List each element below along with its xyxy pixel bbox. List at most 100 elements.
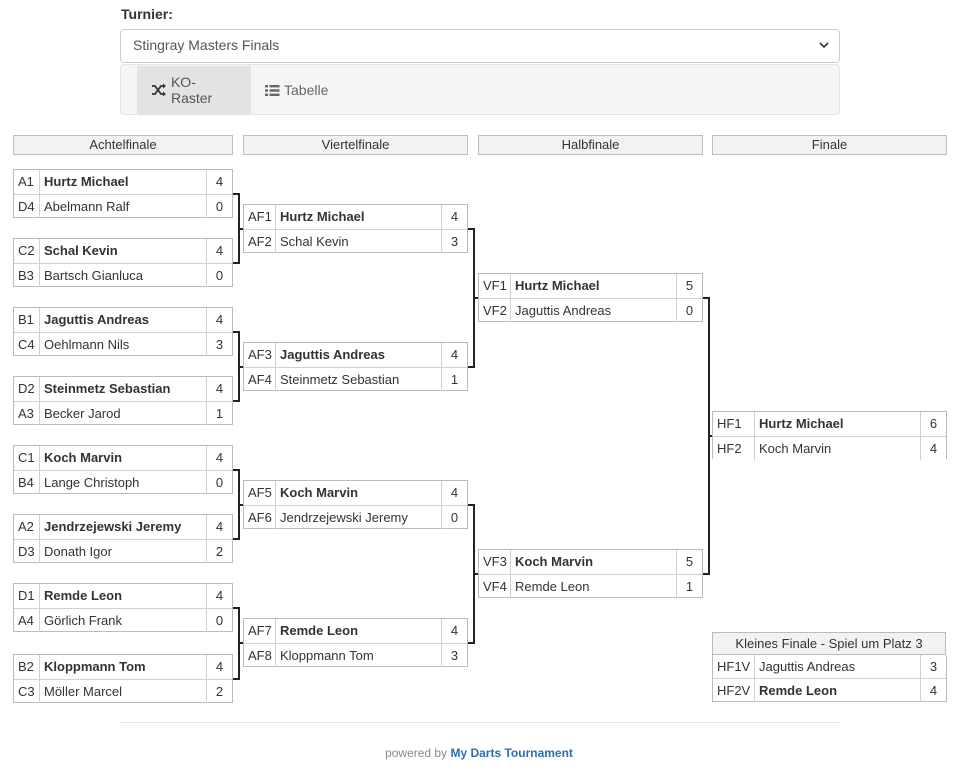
player-name: Hurtz Michael xyxy=(515,278,600,293)
match-code: HF2V xyxy=(713,679,755,702)
bracket-connector xyxy=(703,573,710,575)
player-score: 5 xyxy=(676,274,702,298)
bracket-connector xyxy=(468,366,475,368)
match-code: D4 xyxy=(14,195,40,218)
player-score: 0 xyxy=(676,299,702,322)
player-score: 3 xyxy=(441,230,467,253)
player-name: Koch Marvin xyxy=(759,441,832,456)
footer-prefix: powered by xyxy=(385,746,448,760)
bracket-connector xyxy=(233,262,240,264)
bracket-connector xyxy=(238,228,243,230)
bracket-row: B3 Bartsch Gianluca 0 xyxy=(14,263,232,287)
bracket-connector xyxy=(233,331,240,333)
player-name: Bartsch Gianluca xyxy=(44,268,143,283)
match-code: D3 xyxy=(14,540,40,563)
player-name: Görlich Frank xyxy=(44,613,123,628)
player-score: 4 xyxy=(206,655,232,679)
player-score: 0 xyxy=(206,264,232,287)
round-header-3: Halbfinale xyxy=(478,135,703,155)
player-name: Jendrzejewski Jeremy xyxy=(44,519,182,534)
player-name: Schal Kevin xyxy=(280,234,349,249)
bracket-connector xyxy=(468,504,475,506)
match-code: A3 xyxy=(14,402,40,425)
match-code: AF1 xyxy=(244,205,276,229)
player-score: 0 xyxy=(441,506,467,529)
player-score: 4 xyxy=(441,481,467,505)
player-name: Jaguttis Andreas xyxy=(44,312,149,327)
player-score: 3 xyxy=(920,655,946,679)
player-name: Jendrzejewski Jeremy xyxy=(280,510,408,525)
match-code: B1 xyxy=(14,308,40,332)
tab-ko-raster[interactable]: KO-Raster xyxy=(137,66,251,114)
bracket-connector xyxy=(233,538,240,540)
tournament-select[interactable]: Stingray Masters Finals xyxy=(120,29,840,63)
tab-ko-raster-label: KO-Raster xyxy=(170,74,213,106)
tab-tabelle[interactable]: Tabelle xyxy=(251,66,347,114)
player-name: Hurtz Michael xyxy=(280,209,365,224)
player-name: Jaguttis Andreas xyxy=(759,659,856,674)
match-code: AF2 xyxy=(244,230,276,253)
player-score: 6 xyxy=(920,412,946,436)
player-name: Jaguttis Andreas xyxy=(280,347,385,362)
third-place-match: HF1V Jaguttis Andreas 3 HF2V Remde Leon … xyxy=(712,655,947,702)
player-name: Remde Leon xyxy=(515,579,590,594)
bracket-connector xyxy=(468,228,475,230)
match-code: D1 xyxy=(14,584,40,608)
match-code: AF8 xyxy=(244,644,276,667)
player-name: Steinmetz Sebastian xyxy=(44,381,171,396)
round-header-2: Viertelfinale xyxy=(243,135,468,155)
footer-link[interactable]: My Darts Tournament xyxy=(450,746,573,760)
bracket-connector xyxy=(703,297,710,299)
player-score: 4 xyxy=(206,515,232,539)
footer-divider xyxy=(120,722,840,723)
player-score: 4 xyxy=(920,679,946,702)
bracket-connector xyxy=(473,297,478,299)
view-tabs: KO-Raster Tabelle xyxy=(120,64,840,115)
match-code: VF4 xyxy=(479,575,511,598)
match-code: A1 xyxy=(14,170,40,194)
player-name: Remde Leon xyxy=(759,683,838,698)
bracket-connector xyxy=(233,678,240,680)
chevron-down-icon xyxy=(819,42,829,49)
player-name: Kloppmann Tom xyxy=(44,659,146,674)
player-score: 4 xyxy=(441,619,467,643)
player-name: Becker Jarod xyxy=(44,406,121,421)
player-score: 1 xyxy=(441,368,467,391)
player-score: 5 xyxy=(676,550,702,574)
bracket-row: C4 Oehlmann Nils 3 xyxy=(14,332,232,356)
tournament-label: Turnier: xyxy=(121,6,173,22)
player-name: Koch Marvin xyxy=(515,554,594,569)
bracket-connector xyxy=(708,435,712,437)
player-score: 2 xyxy=(206,680,232,703)
match-code: AF5 xyxy=(244,481,276,505)
player-score: 4 xyxy=(206,584,232,608)
match-code: C4 xyxy=(14,333,40,356)
player-name: Oehlmann Nils xyxy=(44,337,130,352)
player-name: Hurtz Michael xyxy=(759,416,844,431)
match-code: HF1V xyxy=(713,655,755,679)
player-name: Steinmetz Sebastian xyxy=(280,372,400,387)
player-name: Remde Leon xyxy=(44,588,123,603)
player-score: 3 xyxy=(206,333,232,356)
match-code: B3 xyxy=(14,264,40,287)
player-name: Koch Marvin xyxy=(280,485,359,500)
